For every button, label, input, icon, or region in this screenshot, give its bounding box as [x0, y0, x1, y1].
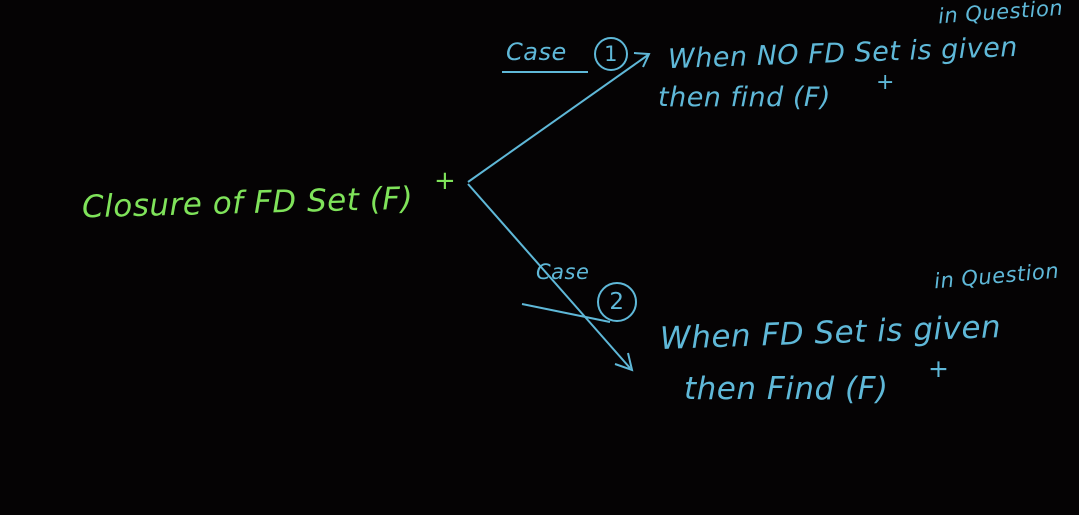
root-label: Closure of FD Set (F)	[81, 180, 414, 226]
case2-arrow-head	[614, 352, 634, 372]
case2-action-text: then Find (F)	[684, 371, 889, 407]
case2-number-badge: 2	[597, 282, 637, 322]
case2-superscript: +	[928, 354, 950, 383]
case2-arrow-line	[467, 183, 631, 369]
case2-label: Case	[536, 260, 590, 284]
case1-label: Case	[506, 38, 567, 66]
case1-action-text: then find (F)	[658, 82, 831, 113]
case1-arrow-head	[633, 52, 651, 68]
root-superscript: +	[434, 166, 457, 196]
case2-underline	[521, 303, 611, 323]
case1-number-badge: 1	[594, 37, 628, 71]
case1-superscript: +	[876, 70, 895, 95]
case1-arrow-line	[467, 54, 649, 183]
